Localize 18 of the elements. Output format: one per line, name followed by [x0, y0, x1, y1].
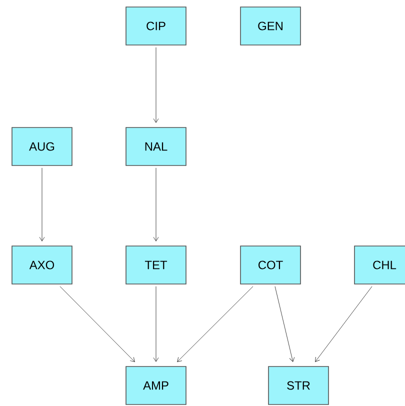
arrow [153, 168, 159, 242]
label-box: GEN [240, 6, 301, 46]
label-box: NAL [126, 127, 186, 166]
arrow [39, 168, 45, 242]
arrow [315, 286, 372, 362]
arrow [153, 47, 159, 123]
label-box: AMP [126, 366, 186, 405]
arrow [60, 286, 135, 362]
label-box: TET [126, 246, 186, 284]
label-box: CHL [354, 246, 405, 284]
label-box: CIP [126, 6, 186, 46]
arrow [177, 286, 254, 362]
label-box: AUG [12, 127, 72, 166]
arrow [274, 286, 295, 362]
arrow [153, 286, 159, 362]
label-box: STR [268, 366, 329, 405]
label-box: AXO [12, 246, 72, 284]
label-box: COT [240, 246, 301, 284]
